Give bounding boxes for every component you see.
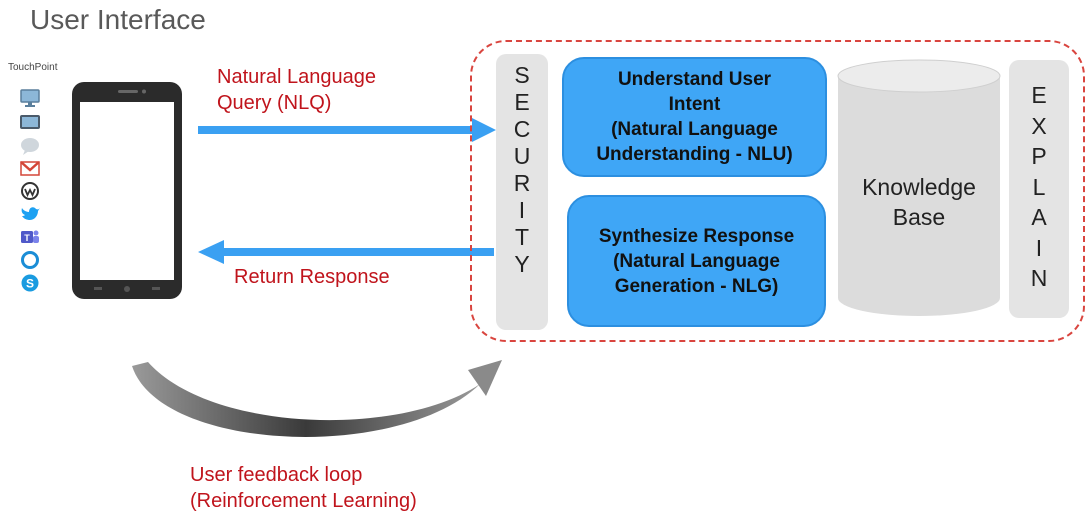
feedback-label-line-2: (Reinforcement Learning) <box>190 490 417 512</box>
touchpoint-label: TouchPoint <box>8 62 58 73</box>
security-letter: T <box>514 224 530 250</box>
page-title: User Interface <box>30 4 206 35</box>
explain-letter: P <box>1031 143 1047 169</box>
knowledge-base-label: Knowledge Base <box>838 172 1000 232</box>
security-letter: R <box>513 170 531 196</box>
nlu-line: Understanding - NLU) <box>596 144 793 165</box>
explain-letter: E <box>1031 82 1047 108</box>
svg-text:T: T <box>24 233 30 243</box>
chat-bubble-icon <box>21 138 39 155</box>
feedback-loop-arrow <box>132 360 502 437</box>
security-letter: Y <box>514 251 530 277</box>
knowledge-base-line: Base <box>892 204 946 230</box>
query-label-line-2: Query (NLQ) <box>217 92 332 114</box>
response-label: Return Response <box>234 266 390 288</box>
nlg-line: Generation - NLG) <box>614 275 779 297</box>
security-letter: U <box>513 143 531 169</box>
circle-app-icon <box>21 251 39 269</box>
knowledge-base-line: Knowledge <box>862 174 976 200</box>
query-label: Natural Language Query (NLQ) <box>217 64 376 116</box>
security-letter: E <box>514 89 530 115</box>
explain-letter: N <box>1030 265 1048 291</box>
nlu-line: Understand User <box>617 69 772 90</box>
query-label-line-1: Natural Language <box>217 66 377 88</box>
response-arrow <box>198 240 494 264</box>
query-arrow <box>198 118 496 142</box>
security-letter: S <box>514 62 530 88</box>
monitor-icon <box>20 89 40 107</box>
smartphone-icon <box>72 82 182 299</box>
teams-icon: T <box>21 230 39 243</box>
nlu-box: Understand User Intent (Natural Language… <box>562 57 827 177</box>
explain-letter: L <box>1032 173 1046 200</box>
nlg-line: Synthesize Response <box>598 225 795 247</box>
security-letter: I <box>518 197 526 223</box>
knowledge-base-cylinder <box>837 59 1001 316</box>
nlg-line: (Natural Language <box>613 250 780 272</box>
gmail-icon <box>20 161 40 176</box>
nlg-box: Synthesize Response (Natural Language Ge… <box>567 195 826 327</box>
security-letter: C <box>513 116 531 142</box>
nlu-line: Intent <box>668 94 721 115</box>
workplace-icon <box>21 182 39 200</box>
skype-icon: S <box>21 274 39 292</box>
nlu-line: (Natural Language <box>611 119 778 140</box>
explain-letter: A <box>1031 204 1047 230</box>
explain-letter: I <box>1035 234 1043 261</box>
explain-panel: E X P L A I N <box>1009 60 1069 318</box>
twitter-icon <box>21 207 40 220</box>
feedback-label-line-1: User feedback loop <box>190 464 363 486</box>
tablet-icon <box>20 115 40 129</box>
system-boundary <box>470 40 1085 342</box>
security-panel: S E C U R I T Y <box>496 54 548 330</box>
explain-letter: X <box>1031 112 1047 139</box>
feedback-label: User feedback loop (Reinforcement Learni… <box>190 462 417 514</box>
svg-text:S: S <box>26 277 34 291</box>
